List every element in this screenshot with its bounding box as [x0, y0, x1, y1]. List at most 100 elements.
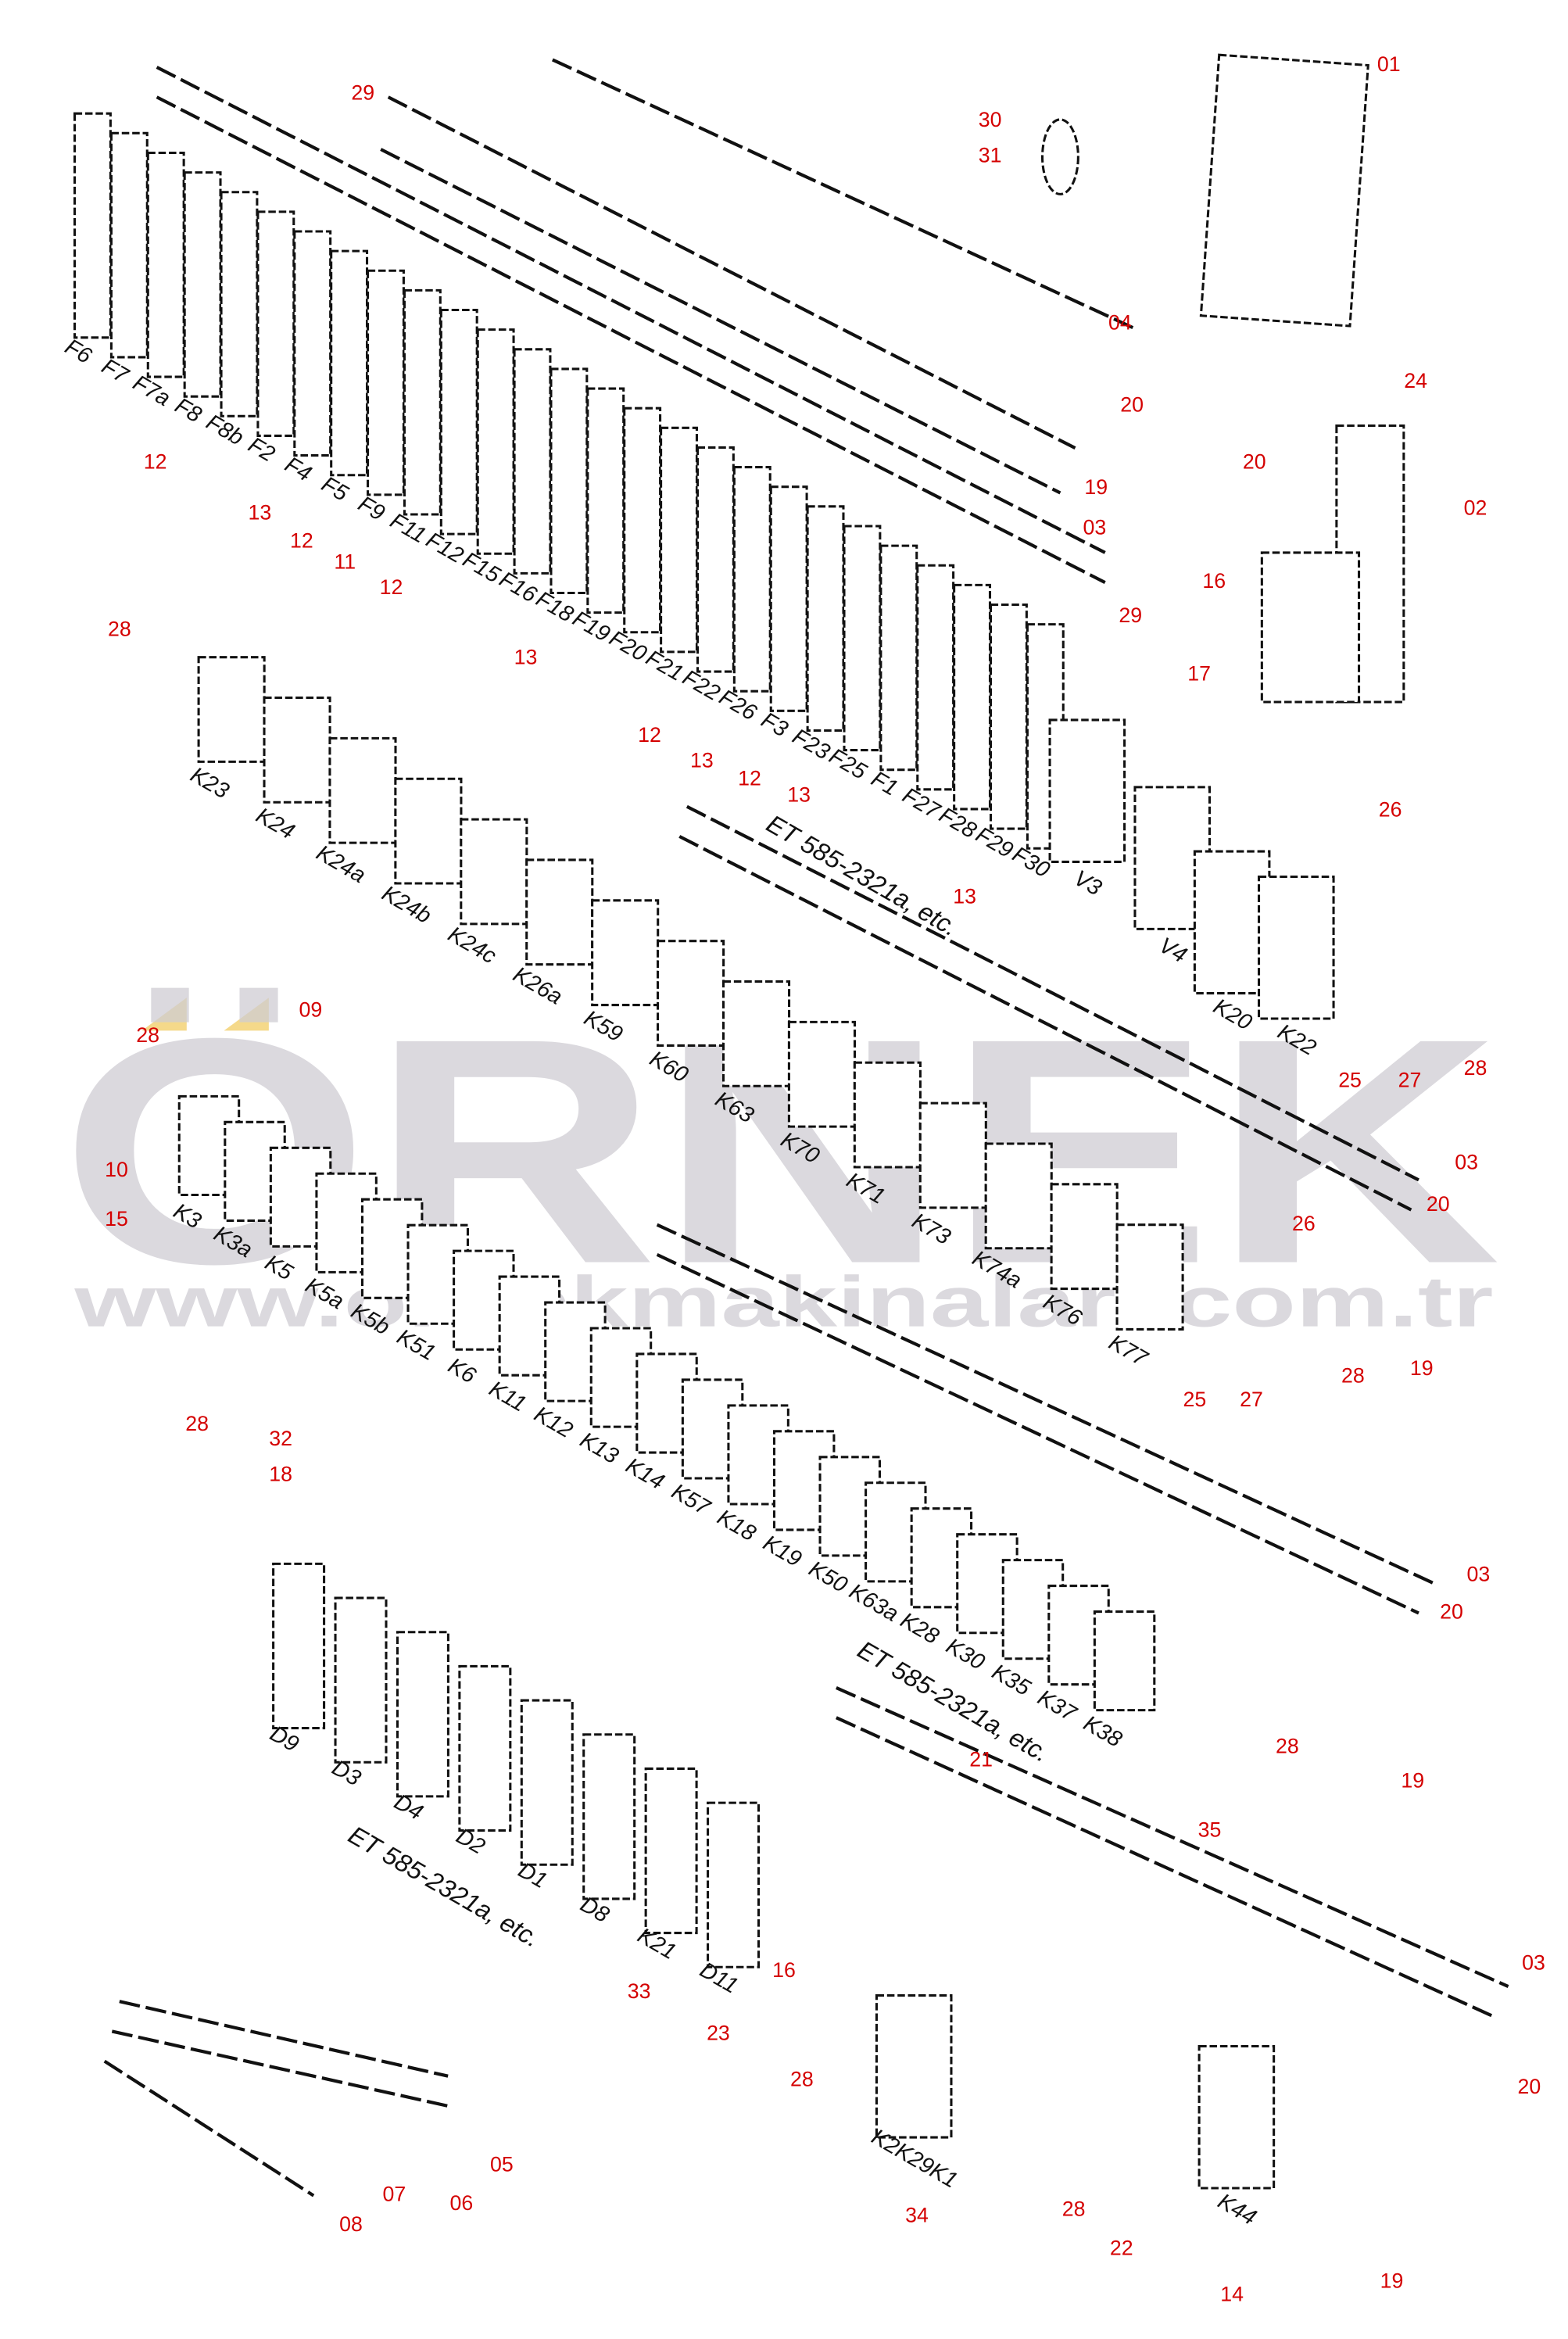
fuse-module	[146, 151, 185, 378]
relay-label: K6	[444, 1353, 480, 1388]
key-30	[1040, 118, 1079, 195]
relay-module	[853, 1061, 922, 1169]
reference-note: ET 585-2321a, etc.	[344, 1821, 545, 1953]
relay-label: K50	[804, 1556, 851, 1598]
fuse-label: F6	[61, 334, 96, 368]
relay-label: K14	[621, 1453, 668, 1495]
callout-01: 01	[1377, 52, 1401, 76]
misc-module	[1258, 875, 1335, 1020]
relay-label: K30	[942, 1634, 989, 1675]
relay-label: K11	[485, 1377, 530, 1417]
relay-label: K63a	[845, 1579, 903, 1627]
fuse-module	[843, 525, 882, 752]
din-rail-1	[678, 804, 1419, 1212]
fuse-module	[806, 505, 845, 732]
fuse-module	[732, 466, 771, 693]
control-module-module	[520, 1699, 574, 1866]
callout-03: 03	[1522, 1951, 1545, 1975]
callout-33: 33	[628, 1979, 651, 2003]
din-rail-3	[835, 1686, 1509, 2018]
control-module-module	[582, 1733, 636, 1900]
component-label: V3	[1069, 865, 1105, 901]
callout-17: 17	[1187, 662, 1211, 686]
misc-module	[1197, 2044, 1276, 2190]
top-rail	[380, 58, 1136, 495]
relay-label: K37	[1033, 1685, 1081, 1727]
fuse-label: F1	[867, 766, 902, 801]
relay-module	[721, 980, 791, 1087]
callout-25: 25	[1183, 1388, 1207, 1411]
relay-module	[394, 777, 463, 885]
misc-module	[1048, 718, 1126, 863]
callout-05: 05	[490, 2152, 514, 2176]
relay-module	[591, 899, 660, 1007]
callout-03: 03	[1455, 1150, 1478, 1173]
fuse-module	[586, 387, 625, 614]
relay-module	[197, 656, 266, 763]
fuse-module	[476, 328, 515, 555]
callout-21: 21	[969, 1748, 993, 1771]
callout-29: 29	[1119, 604, 1142, 627]
control-module-module	[644, 1767, 698, 1935]
callout-03: 03	[1083, 515, 1107, 539]
fuse-module	[769, 485, 808, 712]
relay-module	[460, 818, 528, 926]
cover-strip	[103, 2000, 449, 2198]
fuse-module	[109, 131, 149, 359]
callout-28: 28	[790, 2068, 814, 2091]
relay-module	[263, 696, 331, 804]
busbar-comb	[156, 66, 1106, 585]
callout-28: 28	[108, 617, 131, 640]
fuse-label: F9	[354, 491, 389, 525]
control-module-module	[272, 1562, 326, 1730]
fuse-module	[916, 564, 955, 791]
relay-label: K38	[1079, 1710, 1126, 1752]
relay-module	[1115, 1223, 1184, 1331]
fuse-module	[220, 191, 259, 417]
relay-label: K23	[186, 762, 233, 804]
fuse-module	[513, 348, 552, 575]
callout-13: 13	[690, 748, 714, 772]
fuse-label: F8	[170, 393, 206, 428]
relay-module	[984, 1142, 1053, 1250]
callout-20: 20	[1243, 450, 1266, 473]
callout-22: 22	[1110, 2236, 1133, 2259]
control-module-module	[707, 1801, 761, 1968]
relay-module	[657, 940, 725, 1047]
callout-13: 13	[514, 646, 538, 669]
callout-14: 14	[1220, 2283, 1244, 2306]
component-modules	[73, 112, 1335, 2190]
callout-13: 13	[953, 884, 976, 908]
watermark-url: www.ornekmakinalari.com.tr	[73, 1263, 1493, 1342]
fuse-module	[183, 171, 222, 398]
callout-07: 07	[382, 2183, 406, 2206]
reference-note: ET 585-2321a, etc.	[762, 809, 963, 941]
watermark-accent-mark	[224, 998, 269, 1031]
fuse-module	[879, 544, 918, 772]
callout-02: 02	[1464, 496, 1487, 520]
relay-module	[787, 1020, 857, 1128]
fuse-module	[73, 112, 112, 339]
callout-28: 28	[185, 1412, 209, 1435]
control-module-module	[458, 1664, 512, 1832]
callout-12: 12	[144, 450, 167, 473]
callout-13: 13	[249, 500, 272, 524]
fuse-module	[439, 308, 478, 535]
callout-34: 34	[905, 2203, 929, 2226]
fuse-module	[256, 210, 295, 437]
callout-06: 06	[449, 2191, 473, 2215]
relay-label: K24c	[444, 922, 501, 969]
callout-28: 28	[136, 1023, 159, 1047]
fuse-label: F5	[317, 471, 353, 506]
callout-13: 13	[787, 783, 811, 806]
callout-25: 25	[1338, 1068, 1362, 1091]
callout-28: 28	[1464, 1056, 1487, 1080]
fuse-label: F3	[757, 707, 792, 742]
relay-label: K13	[575, 1427, 622, 1469]
relay-label: K24	[252, 803, 299, 844]
callout-12: 12	[638, 723, 661, 747]
callout-28: 28	[1062, 2198, 1086, 2221]
misc-module	[1193, 850, 1271, 995]
callout-10: 10	[105, 1158, 128, 1181]
